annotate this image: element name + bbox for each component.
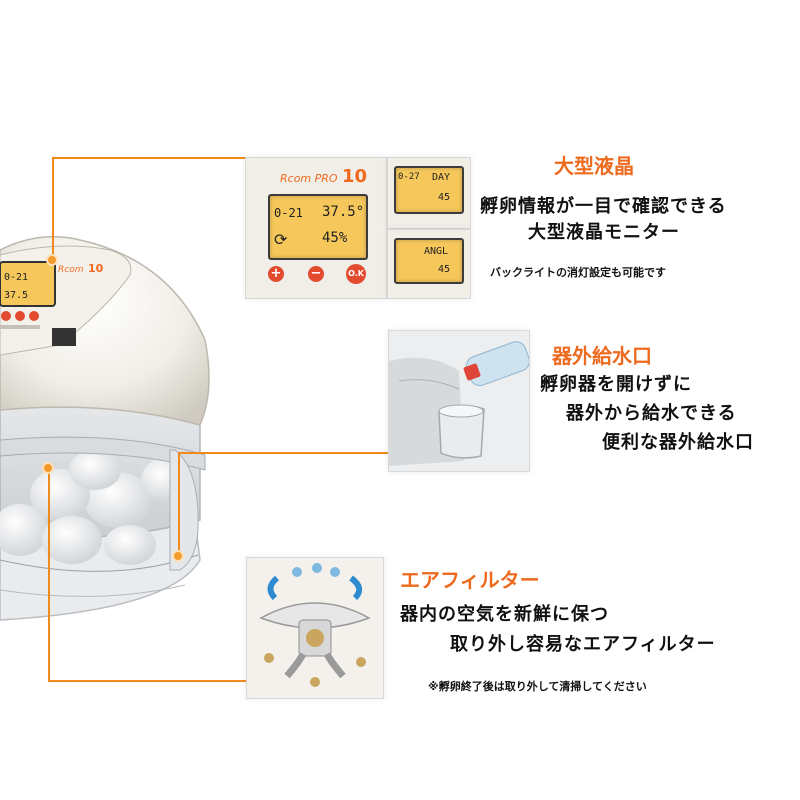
- side-lcd-2-mode: ANGL: [424, 246, 449, 257]
- minus-button[interactable]: −: [308, 266, 324, 282]
- callout-line-water-h: [178, 452, 388, 454]
- side-lcd-2-value: 45: [438, 264, 451, 275]
- callout-line-filter-v: [48, 468, 50, 682]
- water-bottle-illustration: [389, 341, 529, 466]
- plus-button[interactable]: +: [268, 266, 284, 282]
- panel-model: 10: [342, 166, 368, 187]
- filter-note: ※孵卵終了後は取り外して清掃してください: [428, 680, 647, 693]
- heading-water-inlet: 器外給水口: [552, 344, 652, 368]
- ok-button[interactable]: O.K: [346, 264, 366, 284]
- filter-desc-line-1: 器内の空気を新鮮に保つ: [400, 604, 609, 625]
- side-lcd-1-value: 45: [438, 192, 451, 203]
- panel-brand: Rcom PRO: [280, 172, 338, 185]
- control-panel-photo: Rcom PRO 10 0-21 37.5° ⟳ 45% + − O.K: [245, 157, 387, 299]
- lcd-day: 0-21: [274, 206, 303, 220]
- callout-line-water-v: [178, 452, 180, 552]
- main-lcd: 0-21 37.5° ⟳ 45%: [268, 194, 368, 260]
- air-filter-photo: [246, 557, 384, 699]
- callout-dot-lcd: [46, 254, 58, 266]
- callout-line-filter-h: [48, 680, 246, 682]
- callout-line-lcd-h: [52, 157, 245, 159]
- water-desc-line-1: 孵卵器を開けずに: [540, 374, 692, 395]
- side-lcd-photo-1: 0-27 DAY 45: [387, 157, 471, 229]
- lcd-desc-line-2: 大型液晶モニター: [528, 222, 680, 243]
- side-lcd-2: ANGL 45: [394, 238, 464, 284]
- air-filter-illustration: [259, 563, 371, 687]
- svg-text:10: 10: [88, 262, 104, 275]
- callout-line-lcd-v: [52, 157, 54, 260]
- filter-desc-line-2: 取り外し容易なエアフィルター: [450, 634, 716, 655]
- heading-air-filter: エアフィルター: [400, 568, 540, 592]
- heading-lcd: 大型液晶: [554, 154, 634, 178]
- water-desc-line-2: 器外から給水できる: [566, 403, 737, 424]
- water-inlet-photo: [388, 330, 530, 472]
- lcd-temp: 37.5°: [322, 204, 365, 220]
- svg-text:0-21: 0-21: [4, 272, 28, 283]
- side-lcd-1: 0-27 DAY 45: [394, 166, 464, 214]
- side-lcd-1-mode: DAY: [432, 172, 451, 183]
- side-lcd-1-day: 0-27: [398, 172, 420, 182]
- side-lcd-photo-2: ANGL 45: [387, 229, 471, 299]
- lcd-desc-line-1: 孵卵情報が一目で確認できる: [480, 196, 727, 217]
- lcd-hum: 45%: [322, 230, 348, 246]
- lcd-fan-icon: ⟳: [274, 230, 288, 249]
- callout-dot-water: [172, 550, 184, 562]
- callout-dot-filter: [42, 462, 54, 474]
- svg-text:Rcom: Rcom: [58, 265, 84, 275]
- lcd-note: バックライトの消灯設定も可能です: [490, 266, 666, 279]
- svg-text:37.5: 37.5: [4, 290, 28, 301]
- water-desc-line-3: 便利な器外給水口: [602, 432, 754, 453]
